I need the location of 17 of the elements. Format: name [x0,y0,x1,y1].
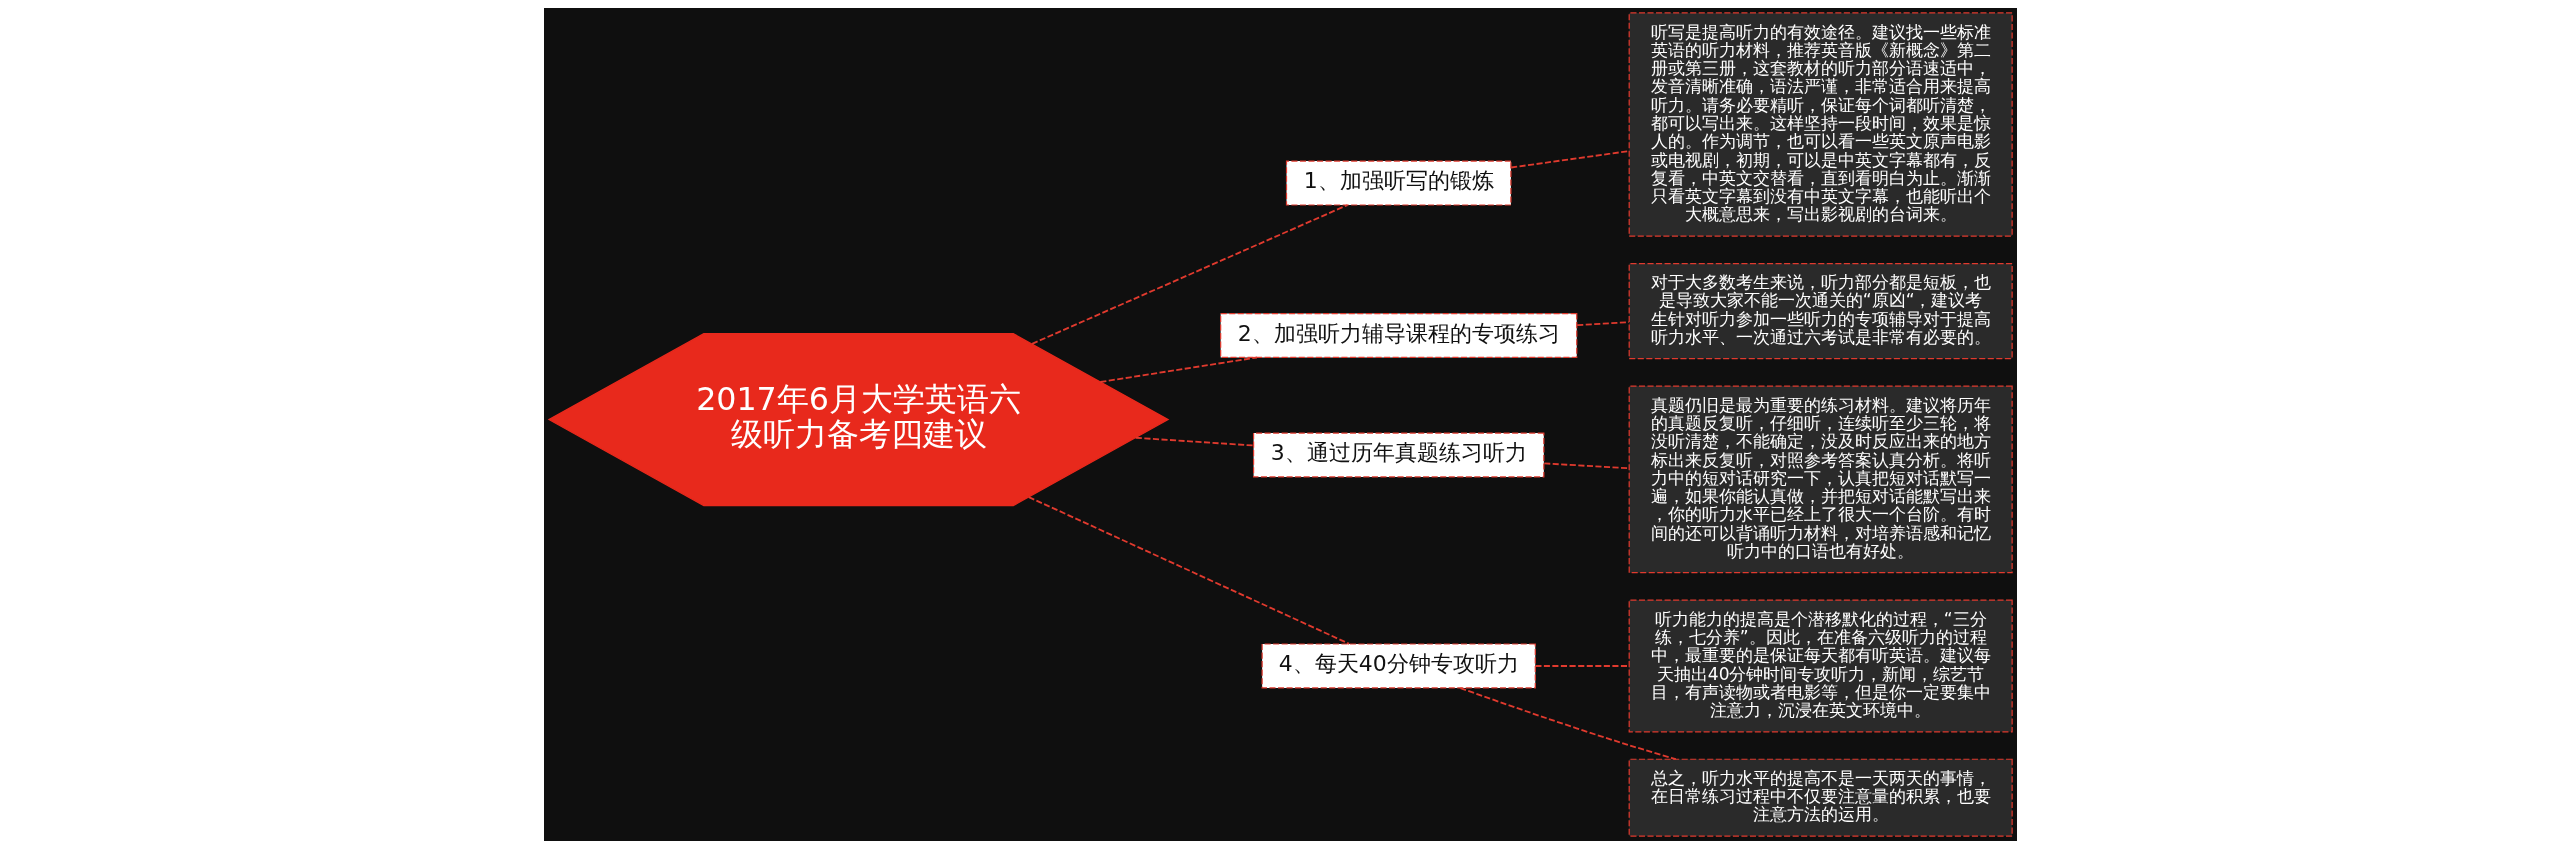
node-box: 听写是提高听力的有效途径。建议找一些标准英语的听力材料，推荐英音版《新概念》第二册或第三册，这套教材的听力部分语速适中，发音清晰准确，语法严谨，非常适合用来提高听力。请务必要精听，保证每个词都听清楚，都可以写出来。这样坚持一段时间，效果是惊人的。作为调节，也可以看一些英文原声电影或电视剧，初期，可以是中英文字幕都有，反复看，中英文交替看，直到看明白为止。渐渐只看英文字幕到没有中英文字幕，也能听出个大概意思来，写出影视剧的台词来。 [1628,12,2013,237]
connector [1027,496,1350,645]
node-box: 4、每天40分钟专攻听力 [1261,643,1536,689]
node-box: 3、通过历年真题练习听力 [1252,432,1544,478]
connector [1134,436,1254,447]
node-box: 听力能力的提高是个潜移默化的过程，“三分练，七分养”。因此，在准备六级听力的过程中，最重要的是保证每天都有听英语。建议每天抽出40分钟时间专攻听力，新闻，综艺节目，有声读物或者电影等，但是你一定要集中注意力，沉浸在英文环境中。 [1628,599,2013,733]
connector [1534,665,1630,667]
connector [1575,321,1630,327]
node-box: 2、加强听力辅导课程的专项练习 [1219,312,1577,359]
connector [1542,462,1630,470]
node-box: 1、加强听写的锻炼 [1285,160,1511,206]
connector [1030,204,1348,345]
connector [1509,150,1630,169]
node-box: 总之，听力水平的提高不是一天两天的事情，在日常练习过程中不仅要注意量的积累，也要注意方法的运用。 [1628,758,2013,837]
connector [1098,356,1258,383]
node-box: 对于大多数考生来说，听力部分都是短板，也是导致大家不能一次通关的“原凶“，建议考生针对听力参加一些听力的专项辅导对于提高听力水平、一次通过六考试是非常有必要的。 [1628,262,2013,360]
node-box: 真题仍旧是最为重要的练习材料。建议将历年的真题反复听，仔细听，连续听至少三轮，将没听清楚，不能确定，没及时反应出来的地方标出来反复听，对照参考答案认真分析。将听力中的短对话研究一下，认真把短对话默写一遍，如果你能认真做，并把短对话能默写出来，你的听力水平已经上了很大一个台阶。有时间的还可以背诵听力材料，对培养语感和记忆听力中的口语也有好处。 [1628,385,2013,574]
